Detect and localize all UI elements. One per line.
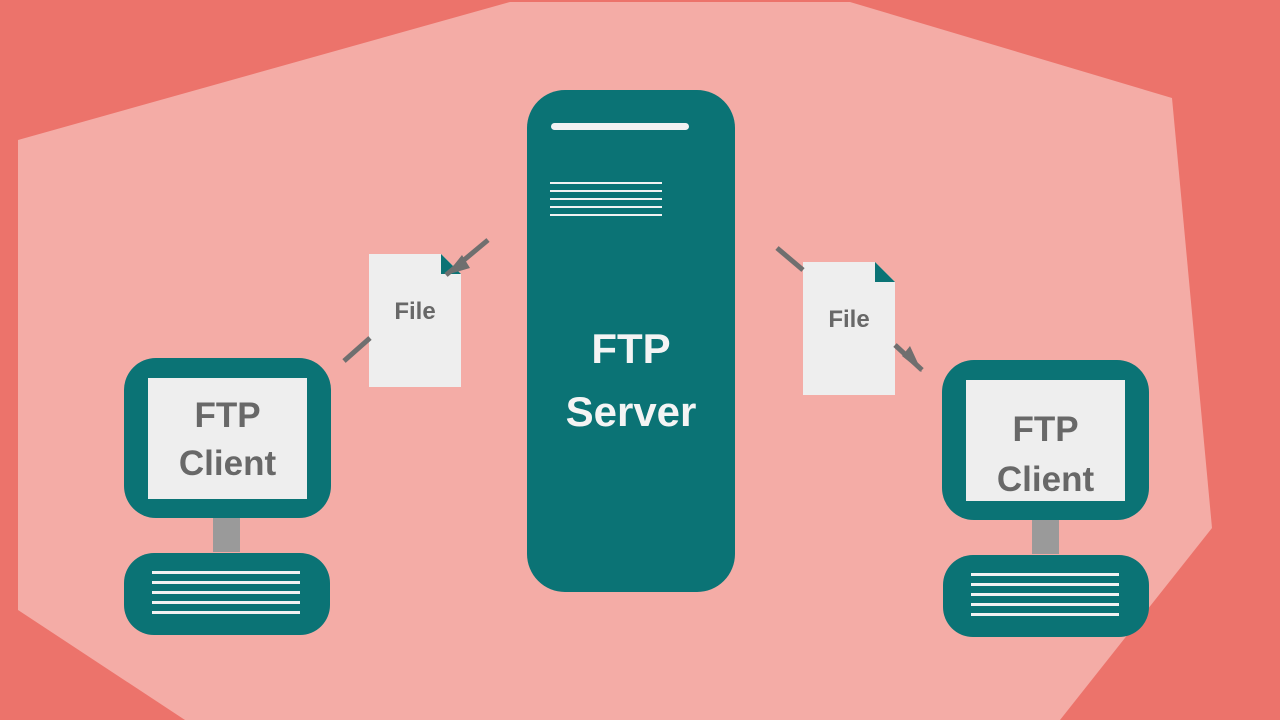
client-left-label-line1: FTP — [194, 396, 261, 435]
client-right-monitor: FTP Client — [942, 360, 1149, 520]
client-right-keyboard — [943, 555, 1149, 637]
client-left-keyboard — [124, 553, 330, 635]
ftp-server: FTP Server — [527, 90, 735, 592]
server-label-line1: FTP — [591, 325, 671, 372]
server-label-line2: Server — [565, 388, 697, 435]
right-arrow-head — [902, 346, 922, 372]
client-right-label-line2: Client — [996, 460, 1095, 499]
right-arrow-tail — [775, 246, 805, 272]
client-right-stand — [1032, 520, 1059, 554]
client-right-screen: FTP Client — [966, 380, 1125, 501]
client-right-label-line1: FTP — [1012, 410, 1079, 449]
client-left-stand — [213, 518, 240, 552]
file-left-label: File — [394, 298, 436, 325]
file-right-icon — [803, 262, 895, 395]
left-arrow-head — [446, 255, 470, 275]
client-left-screen: FTP Client — [148, 378, 307, 499]
client-left-monitor: FTP Client — [124, 358, 331, 518]
file-right-label: File — [828, 306, 870, 333]
client-left-label-line2: Client — [178, 444, 277, 483]
server-top-bar — [551, 123, 689, 130]
left-arrow-tail — [342, 336, 372, 363]
